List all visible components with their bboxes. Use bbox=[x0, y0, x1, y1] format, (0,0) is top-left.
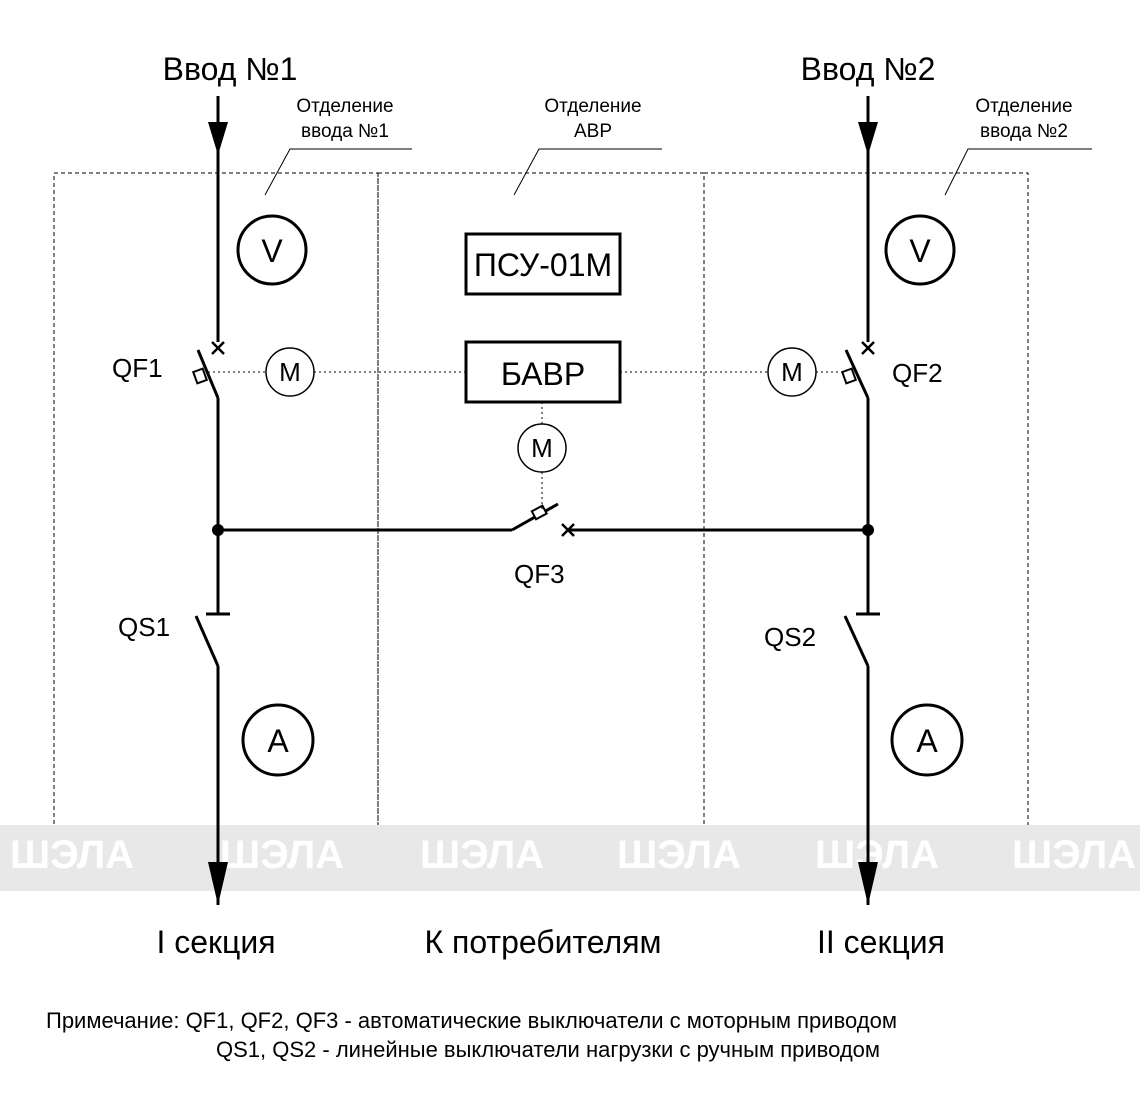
motor-drive-qf2: M bbox=[767, 347, 817, 397]
svg-text:A: A bbox=[916, 723, 938, 759]
note-line-2: QS1, QS2 - линейные выключатели нагрузки… bbox=[216, 1037, 880, 1062]
note-line-1: Примечание: QF1, QF2, QF3 - автоматическ… bbox=[46, 1008, 897, 1033]
svg-text:ШЭЛА: ШЭЛА bbox=[10, 833, 134, 877]
watermark: ШЭЛА ШЭЛА ШЭЛА ШЭЛА ШЭЛА ШЭЛА bbox=[0, 825, 1140, 891]
compartment-input2-frame bbox=[703, 172, 1029, 844]
qf2-trip-mark bbox=[861, 341, 875, 355]
input1-title: Ввод №1 bbox=[163, 51, 298, 87]
consumers-label: К потребителям bbox=[424, 924, 661, 960]
svg-text:V: V bbox=[909, 233, 931, 269]
svg-text:M: M bbox=[531, 433, 553, 463]
svg-text:ШЭЛА: ШЭЛА bbox=[420, 833, 544, 877]
qf1-label: QF1 bbox=[112, 353, 163, 383]
svg-text:ПСУ-01М: ПСУ-01М bbox=[474, 247, 612, 283]
compartment-input1-label-2: ввода №1 bbox=[301, 121, 389, 142]
right-feeder bbox=[843, 96, 880, 905]
qf2-label: QF2 bbox=[892, 358, 943, 388]
ammeter-left: A bbox=[241, 703, 315, 777]
bavr-device: БАВР bbox=[464, 340, 622, 404]
qf1-drive-latch bbox=[191, 367, 209, 385]
svg-text:M: M bbox=[279, 357, 301, 387]
qs1-label: QS1 bbox=[118, 612, 170, 642]
left-feeder bbox=[194, 96, 230, 905]
compartment-input2-label-1: Отделение bbox=[975, 96, 1072, 117]
svg-text:ШЭЛА: ШЭЛА bbox=[1012, 833, 1136, 877]
left-output-arrow bbox=[208, 862, 228, 905]
qf3-label: QF3 bbox=[514, 559, 565, 589]
compartment-input1-frame bbox=[53, 172, 379, 844]
svg-text:ШЭЛА: ШЭЛА bbox=[815, 833, 939, 877]
svg-text:БАВР: БАВР bbox=[501, 356, 585, 392]
qf2-drive-latch bbox=[840, 367, 858, 385]
compartment-input2-label-2: ввода №2 bbox=[980, 121, 1068, 142]
ammeter-right: A bbox=[890, 703, 964, 777]
qf1-trip-mark bbox=[211, 341, 225, 355]
compartment-avr-label-1: Отделение bbox=[544, 96, 641, 117]
qs2-label: QS2 bbox=[764, 622, 816, 652]
right-output-arrow bbox=[858, 862, 878, 905]
svg-text:ШЭЛА: ШЭЛА bbox=[617, 833, 741, 877]
left-bus-node bbox=[212, 524, 224, 536]
svg-text:ШЭЛА: ШЭЛА bbox=[220, 833, 344, 877]
right-bus-node bbox=[862, 524, 874, 536]
compartment-leaders bbox=[264, 148, 1092, 196]
svg-text:M: M bbox=[781, 357, 803, 387]
control-links bbox=[208, 371, 846, 512]
left-input-arrow bbox=[208, 122, 228, 155]
section2-label: II секция bbox=[817, 924, 945, 960]
motor-drive-qf1: M bbox=[265, 347, 315, 397]
motor-drive-qf3: M bbox=[517, 423, 567, 473]
compartment-avr-label-2: АВР bbox=[574, 121, 612, 142]
compartment-input1-label-1: Отделение bbox=[296, 96, 393, 117]
voltmeter-left: V bbox=[236, 214, 308, 286]
svg-text:V: V bbox=[261, 233, 283, 269]
qf3-drive-latch bbox=[530, 504, 548, 521]
voltmeter-right: V bbox=[884, 214, 956, 286]
qf3-trip-mark bbox=[561, 523, 575, 537]
svg-text:A: A bbox=[267, 723, 289, 759]
section1-label: I секция bbox=[156, 924, 275, 960]
input2-title: Ввод №2 bbox=[801, 51, 936, 87]
psu-device: ПСУ-01М bbox=[464, 232, 622, 296]
right-input-arrow bbox=[858, 122, 878, 155]
